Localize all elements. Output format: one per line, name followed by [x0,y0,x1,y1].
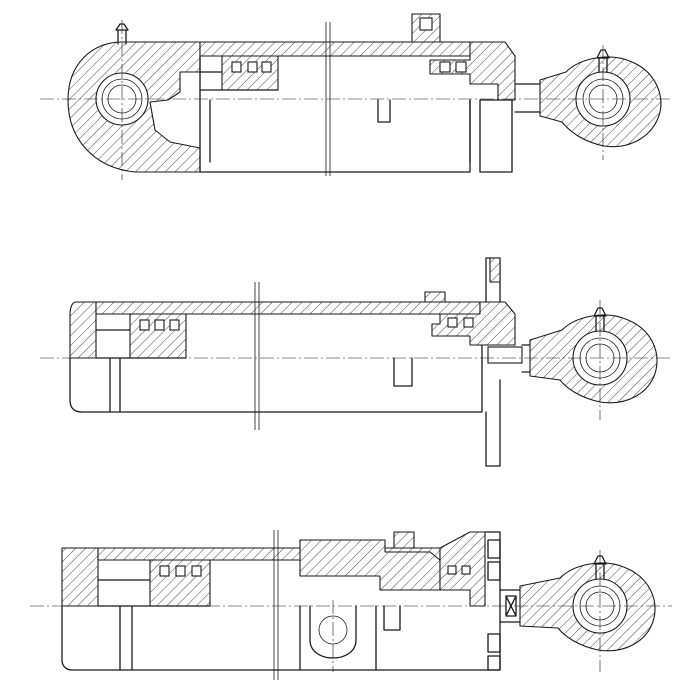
rear-cap-2 [69,301,97,359]
rod-guide-2 [487,346,523,364]
piston-rod-3 [499,589,521,623]
bolt-mid-3 [487,561,501,581]
gland-block-1 [479,99,513,173]
rod-nut-3 [505,595,517,617]
cylinder-3 [30,530,672,680]
barrel-top-wall-2 [95,301,481,315]
grease-nipple-front-2 [593,307,607,332]
head-flange-3 [484,531,501,607]
cylinder-1 [40,13,672,180]
port-boss-3 [393,531,415,549]
bolt-top-3 [487,539,501,559]
cylinder-2 [40,257,672,467]
bolt-lower-3 [487,633,501,653]
rear-cap-3 [61,547,99,607]
head-gland-1 [429,41,516,101]
piston-1 [221,55,279,91]
bolt-bottom-3 [487,655,501,671]
port-boss-2 [424,291,446,303]
flange-tab-2 [489,257,501,283]
barrel-top-wall-1 [199,41,491,57]
barrel-body-2 [69,344,483,413]
trunnion-pin-3 [299,605,377,671]
barrel-body-3 [61,605,501,671]
